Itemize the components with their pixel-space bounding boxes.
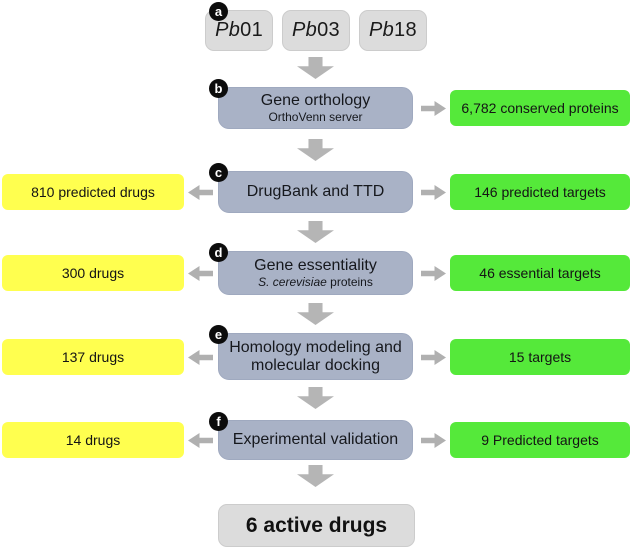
step-title: Homology modeling and molecular docking xyxy=(229,338,402,374)
step-box-gene-orthology: Gene orthology OrthoVenn server xyxy=(218,87,413,129)
targets-label: 15 targets xyxy=(508,349,572,365)
step-subtitle: OrthoVenn server xyxy=(268,110,363,124)
genome-prefix: Pb xyxy=(368,19,395,41)
arrow-left-icon xyxy=(188,433,213,448)
step-box-gene-essentiality: Gene essentiality S. cerevisiae proteins xyxy=(218,251,413,295)
step-box-experimental-validation: Experimental validation xyxy=(218,420,413,460)
arrow-down-icon xyxy=(297,57,334,79)
arrow-down-icon xyxy=(297,387,334,409)
arrow-down-icon xyxy=(297,303,334,325)
targets-box: 15 targets xyxy=(450,339,630,375)
targets-label: 6,782 conserved proteins xyxy=(461,100,619,116)
drugs-box: 14 drugs xyxy=(2,422,184,458)
drugs-label: 810 predicted drugs xyxy=(31,184,155,200)
arrow-right-icon xyxy=(421,350,446,365)
targets-label: 146 predicted targets xyxy=(474,184,606,200)
arrow-left-icon xyxy=(188,266,213,281)
arrow-down-icon xyxy=(297,221,334,243)
drugs-box: 300 drugs xyxy=(2,255,184,291)
genome-number: 03 xyxy=(317,19,340,41)
drugs-label: 14 drugs xyxy=(65,432,121,448)
drugs-box: 137 drugs xyxy=(2,339,184,375)
step-badge-e: e xyxy=(209,325,228,344)
arrow-right-icon xyxy=(421,266,446,281)
result-label: 6 active drugs xyxy=(245,513,388,537)
step-title: Gene essentiality xyxy=(254,257,377,274)
arrow-down-icon xyxy=(297,465,334,487)
result-box: 6 active drugs xyxy=(218,504,415,547)
targets-box: 6,782 conserved proteins xyxy=(450,90,630,126)
arrow-left-icon xyxy=(188,350,213,365)
step-badge-a: a xyxy=(209,2,228,21)
targets-label: 9 Predicted targets xyxy=(481,432,599,448)
step-box-drugbank-ttd: DrugBank and TTD xyxy=(218,171,413,213)
drugs-box: 810 predicted drugs xyxy=(2,174,184,210)
targets-box: 9 Predicted targets xyxy=(450,422,630,458)
drugs-label: 137 drugs xyxy=(61,349,125,365)
arrow-left-icon xyxy=(188,185,213,200)
step-title: Experimental validation xyxy=(232,431,399,448)
step-subtitle: S. cerevisiae proteins xyxy=(258,275,373,289)
genome-number: 01 xyxy=(240,19,264,41)
targets-label: 46 essential targets xyxy=(479,265,601,281)
step-title: Gene orthology xyxy=(260,92,371,109)
step-title: DrugBank and TTD xyxy=(246,183,385,200)
step-badge-c: c xyxy=(209,163,228,182)
arrow-right-icon xyxy=(421,101,446,116)
arrow-right-icon xyxy=(421,185,446,200)
step-badge-b: b xyxy=(209,79,228,98)
genome-prefix: Pb xyxy=(292,19,318,41)
genome-prefix: Pb xyxy=(215,19,241,41)
arrow-right-icon xyxy=(421,433,446,448)
drugs-label: 300 drugs xyxy=(61,265,125,281)
arrow-down-icon xyxy=(297,139,334,161)
step-box-homology-docking: Homology modeling and molecular docking xyxy=(218,333,413,380)
step-badge-d: d xyxy=(209,243,228,262)
step-badge-f: f xyxy=(209,412,228,431)
targets-box: 146 predicted targets xyxy=(450,174,630,210)
genome-number: 18 xyxy=(394,19,417,41)
targets-box: 46 essential targets xyxy=(450,255,630,291)
